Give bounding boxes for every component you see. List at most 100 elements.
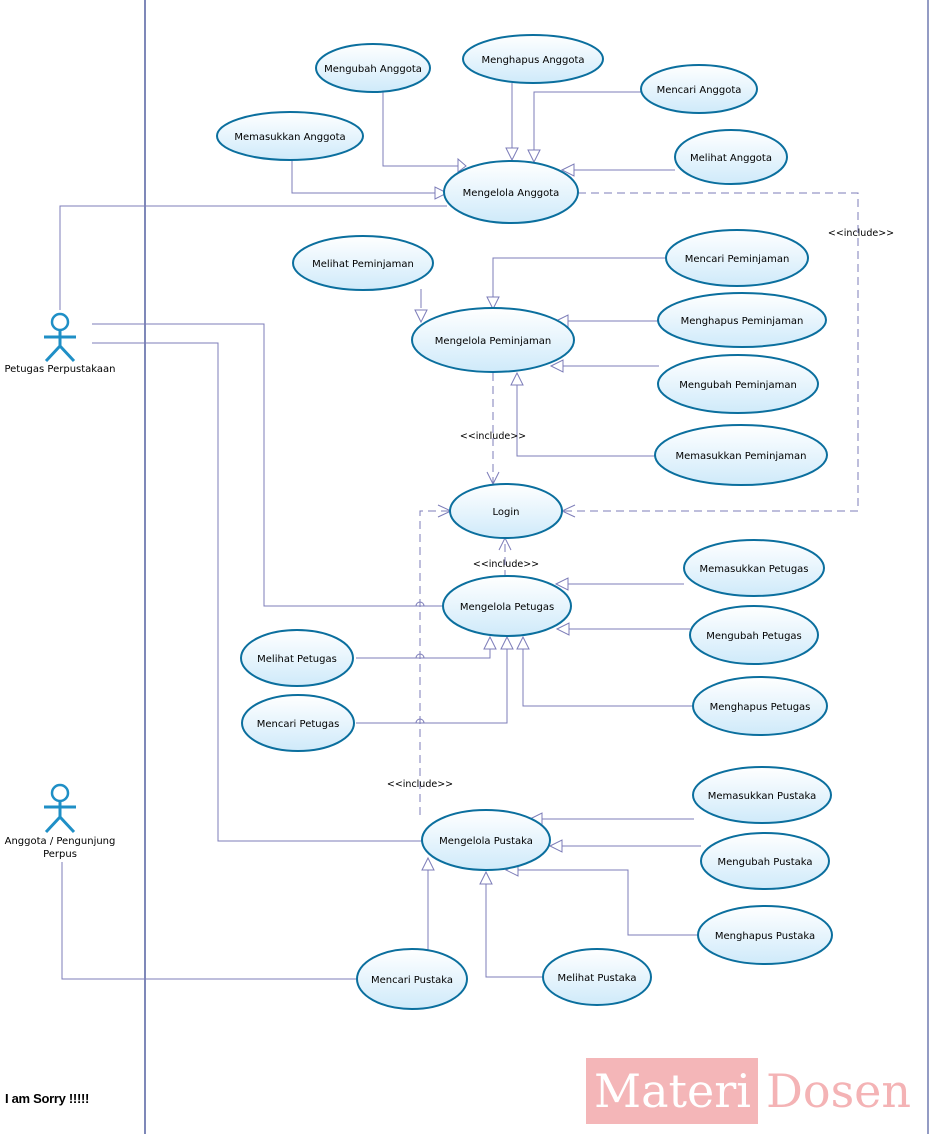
tri-9 bbox=[549, 359, 564, 373]
footer-note: I am Sorry !!!!! bbox=[5, 1091, 90, 1106]
label-mengelola-petugas: Mengelola Petugas bbox=[460, 602, 554, 613]
label-melihat-petugas: Melihat Petugas bbox=[257, 654, 337, 665]
uc-mengubah-petugas[interactable] bbox=[689, 605, 819, 665]
uc-memasukkan-peminjaman[interactable] bbox=[654, 424, 828, 486]
label-mencari-peminjaman: Mencari Peminjaman bbox=[685, 254, 790, 265]
watermark-text-right: Dosen bbox=[766, 1064, 912, 1118]
tri-13 bbox=[483, 635, 497, 650]
assoc-petugas-anggota bbox=[59, 205, 447, 310]
label-mencari-petugas: Mencari Petugas bbox=[257, 719, 340, 730]
gen-memasukkan-peminjaman bbox=[516, 378, 655, 457]
uc-menghapus-anggota[interactable] bbox=[462, 34, 604, 84]
actor-petugas[interactable] bbox=[44, 312, 76, 363]
tri-3 bbox=[505, 147, 519, 162]
label-menghapus-anggota: Menghapus Anggota bbox=[481, 55, 584, 66]
tri-1 bbox=[434, 186, 449, 200]
include-label-pustaka: <<include>> bbox=[387, 779, 453, 790]
label-mencari-anggota: Mencari Anggota bbox=[657, 85, 742, 96]
uc-mengelola-pustaka[interactable] bbox=[421, 809, 551, 871]
tri-14 bbox=[500, 635, 514, 650]
tri-4 bbox=[527, 149, 541, 164]
watermark-text-left: Materi bbox=[594, 1064, 751, 1118]
gen-mencari-peminjaman bbox=[492, 257, 667, 308]
assoc-petugas-pustaka bbox=[92, 342, 422, 842]
tri-2 bbox=[457, 157, 467, 173]
include-pustaka-login bbox=[419, 510, 451, 815]
label-mengubah-anggota: Mengubah Anggota bbox=[324, 64, 422, 75]
label-mengelola-peminjaman: Mengelola Peminjaman bbox=[435, 336, 551, 347]
uc-mencari-anggota[interactable] bbox=[640, 64, 758, 114]
include-lines bbox=[419, 192, 859, 815]
tri-17 bbox=[548, 839, 563, 853]
label-menghapus-peminjaman: Menghapus Peminjaman bbox=[681, 316, 804, 327]
actor-petugas-label: Petugas Perpustakaan bbox=[4, 364, 115, 375]
actor-anggota-label-2: Perpus bbox=[43, 849, 77, 860]
use-case-ellipses bbox=[216, 34, 833, 1010]
uc-mengubah-anggota[interactable] bbox=[315, 43, 431, 93]
tri-10 bbox=[510, 371, 524, 386]
uc-melihat-peminjaman[interactable] bbox=[292, 235, 434, 291]
label-mengubah-petugas: Mengubah Petugas bbox=[706, 631, 802, 642]
label-login: Login bbox=[493, 507, 520, 518]
gen-memasukkan-anggota bbox=[291, 155, 447, 194]
label-menghapus-pustaka: Menghapus Pustaka bbox=[715, 931, 815, 942]
uc-mengelola-peminjaman[interactable] bbox=[411, 307, 575, 373]
label-menghapus-petugas: Menghapus Petugas bbox=[710, 702, 811, 713]
tri-6 bbox=[414, 309, 428, 324]
uc-menghapus-petugas[interactable] bbox=[692, 676, 828, 736]
actor-anggota-label-1: Anggota / Pengunjung bbox=[5, 836, 116, 847]
tri-7 bbox=[486, 296, 500, 311]
watermark-block bbox=[586, 1058, 758, 1124]
uc-menghapus-pustaka[interactable] bbox=[697, 905, 833, 965]
tri-20 bbox=[421, 856, 435, 871]
label-mencari-pustaka: Mencari Pustaka bbox=[371, 975, 453, 986]
tri-11 bbox=[554, 577, 569, 591]
label-melihat-pustaka: Melihat Pustaka bbox=[557, 973, 636, 984]
label-mengubah-peminjaman: Mengubah Peminjaman bbox=[679, 380, 797, 391]
uc-mengelola-anggota[interactable] bbox=[443, 160, 579, 224]
gen-mencari-petugas bbox=[356, 648, 508, 724]
uc-menghapus-peminjaman[interactable] bbox=[657, 292, 827, 348]
uc-mengubah-peminjaman[interactable] bbox=[657, 354, 819, 414]
uc-mengelola-petugas[interactable] bbox=[442, 575, 572, 637]
gen-mencari-anggota bbox=[533, 91, 641, 158]
uc-melihat-petugas[interactable] bbox=[240, 629, 354, 687]
label-memasukkan-peminjaman: Memasukkan Peminjaman bbox=[675, 451, 806, 462]
include-labels: <<include>> <<include>> <<include>> <<in… bbox=[387, 228, 894, 790]
connector-lines bbox=[59, 83, 701, 980]
watermark-logo: Materi Dosen bbox=[586, 1058, 916, 1124]
tri-12 bbox=[555, 622, 570, 636]
uc-mencari-pustaka[interactable] bbox=[356, 948, 468, 1010]
generalization-triangles bbox=[414, 147, 575, 885]
label-mengubah-pustaka: Mengubah Pustaka bbox=[718, 857, 813, 868]
uc-melihat-anggota[interactable] bbox=[674, 129, 788, 185]
label-melihat-peminjaman: Melihat Peminjaman bbox=[312, 259, 414, 270]
tri-5 bbox=[560, 163, 575, 177]
include-label-petugas: <<include>> bbox=[473, 559, 539, 570]
uc-mengubah-pustaka[interactable] bbox=[700, 832, 830, 890]
use-case-labels: Mengubah Anggota Menghapus Anggota Menca… bbox=[234, 55, 816, 986]
gen-menghapus-petugas bbox=[522, 648, 694, 707]
gen-melihat-pustaka bbox=[485, 884, 543, 978]
uc-memasukkan-anggota[interactable] bbox=[216, 111, 364, 161]
assoc-anggota-mencari-pustaka bbox=[61, 862, 358, 980]
tri-19 bbox=[479, 870, 493, 885]
label-mengelola-pustaka: Mengelola Pustaka bbox=[439, 836, 533, 847]
uc-mencari-peminjaman[interactable] bbox=[665, 229, 809, 287]
uc-memasukkan-pustaka[interactable] bbox=[692, 766, 832, 824]
include-label-peminjaman: <<include>> bbox=[460, 431, 526, 442]
include-label-anggota: <<include>> bbox=[828, 228, 894, 239]
uc-melihat-pustaka[interactable] bbox=[542, 948, 652, 1006]
gen-menghapus-pustaka bbox=[506, 869, 698, 936]
uc-login[interactable] bbox=[449, 483, 563, 539]
label-melihat-anggota: Melihat Anggota bbox=[690, 153, 772, 164]
label-memasukkan-petugas: Memasukkan Petugas bbox=[699, 564, 808, 575]
actor-anggota[interactable] bbox=[44, 783, 76, 834]
label-mengelola-anggota: Mengelola Anggota bbox=[463, 188, 560, 199]
include-anggota-login bbox=[562, 192, 859, 512]
tri-15 bbox=[516, 635, 530, 650]
uc-mencari-petugas[interactable] bbox=[241, 694, 355, 752]
gen-melihat-petugas bbox=[356, 648, 491, 659]
uc-memasukkan-petugas[interactable] bbox=[683, 539, 825, 597]
